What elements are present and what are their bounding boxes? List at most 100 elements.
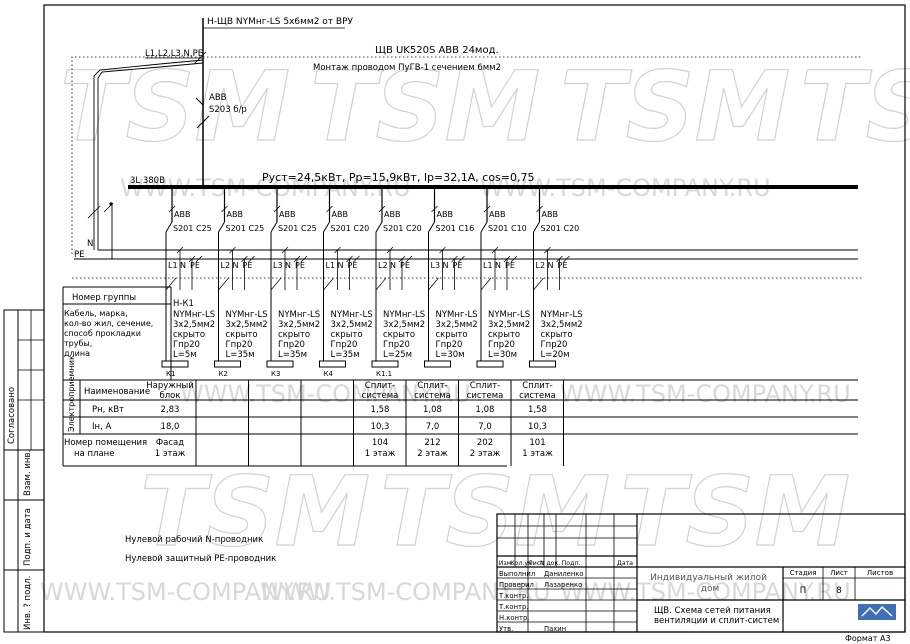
phase-tag: L2 <box>536 261 546 270</box>
main-breaker-slash <box>196 115 210 129</box>
phase-tag: L1 <box>483 261 493 270</box>
role-name: Лазаренко <box>544 581 582 589</box>
group-tag: К3 <box>271 370 280 378</box>
room-number: 101 <box>529 438 545 448</box>
input-slash <box>193 51 207 65</box>
room-floor: 1 этаж <box>522 449 553 459</box>
consumer-name: система <box>519 391 556 401</box>
room-number: Фасад <box>156 438 184 448</box>
side-stamp: Согласовано Взам. инв. Подп. и дата Инв.… <box>3 309 45 633</box>
pe-n-feed-2 <box>97 62 204 250</box>
sheets-label: Листов <box>867 569 893 577</box>
cable-spec: Гпр20 <box>383 340 410 350</box>
role-name: Даниленко <box>544 570 584 578</box>
breaker-rating: C20 <box>406 224 422 233</box>
row-group-label: Номер группы <box>72 293 136 303</box>
terminal-box <box>371 360 399 368</box>
power-value: 1,08 <box>423 405 442 415</box>
phase-tag: L1 <box>326 261 336 270</box>
watermark-logo: TSM <box>620 456 850 568</box>
power-value: 2,83 <box>161 405 180 415</box>
cable-spec: Гпр20 <box>436 340 463 350</box>
cable-spec: скрыто <box>173 330 205 340</box>
stage-label: Стадия <box>790 569 817 577</box>
room-floor: 2 этаж <box>470 449 501 459</box>
room-number: 202 <box>477 438 493 448</box>
side-label-consumer: Электроприемник <box>67 355 76 432</box>
breaker-rating: C25 <box>301 224 317 233</box>
breaker-rating: C20 <box>564 224 580 233</box>
watermark-url: WWW.TSM-COMPANY.RU <box>260 578 551 606</box>
n-tag: N <box>548 261 554 270</box>
title-block-header: Подп. <box>562 560 581 567</box>
cable-spec: скрыто <box>278 330 310 340</box>
cable-spec: NYMнг-LS <box>278 310 320 320</box>
phase-label: L1,L2,L3,N,PE <box>145 49 203 59</box>
title-block-header: N док. <box>540 560 560 567</box>
n-disconnect <box>87 205 101 219</box>
cable-spec: NYMнг-LS <box>331 310 373 320</box>
terminal-box <box>476 360 504 368</box>
pe-tag: PE <box>348 261 358 270</box>
pe-tag: PE <box>453 261 463 270</box>
n-bus-label: N <box>87 239 93 249</box>
terminal-box <box>424 360 451 368</box>
cable-spec: Гпр20 <box>541 340 568 350</box>
breaker-model: S201 <box>488 224 508 233</box>
pe-n-feed <box>93 59 204 250</box>
panel-enclosure-top <box>71 56 862 254</box>
phase-tag: L3 <box>431 261 441 270</box>
breaker-rating: C10 <box>511 224 527 233</box>
breaker-model: S201 <box>436 224 456 233</box>
power-value: 1,08 <box>476 405 495 415</box>
consumer-name: система <box>362 391 399 401</box>
row-power-label: Рн, кВт <box>92 405 124 415</box>
breaker-brand: ABB <box>384 210 400 219</box>
watermark-logo: TSM <box>310 51 540 163</box>
role-label: Н.контр. <box>499 614 529 622</box>
format-label: Формат А3 <box>845 634 891 643</box>
role-name: Пахин <box>544 625 566 633</box>
room-floor: 1 этаж <box>155 449 186 459</box>
cable-spec: Гпр20 <box>278 340 305 350</box>
cable-spec: NYMнг-LS <box>488 310 530 320</box>
cable-spec: L=30м <box>436 350 465 360</box>
row-room-label: Номер помещения на плане <box>64 438 150 459</box>
breaker-model: S201 <box>541 224 561 233</box>
room-floor: 1 этаж <box>365 449 396 459</box>
watermark-logo: TSM <box>800 51 910 163</box>
current-value: 10,3 <box>371 422 390 432</box>
n-tag: N <box>390 261 396 270</box>
load-summary: Руст=24,5кВт, Рр=15,9кВт, Iр=32,1А, cos=… <box>262 171 535 184</box>
cable-spec: L=5м <box>173 350 197 360</box>
room-number: 104 <box>372 438 388 448</box>
title-block-header: Изм. <box>499 560 514 567</box>
role-label: Т.контр. <box>498 592 528 600</box>
cable-spec: 3х2,5мм2 <box>436 320 478 330</box>
row-name-label: Наименование <box>84 387 150 397</box>
company-logo <box>858 604 896 620</box>
cable-spec: скрыто <box>226 330 258 340</box>
watermark-url: WWW.TSM-COMPANY.RU <box>560 578 851 606</box>
breaker-brand: ABB <box>489 210 505 219</box>
phase-tag: L2 <box>378 261 388 270</box>
n-tag: N <box>338 261 344 270</box>
panel-note: Монтаж проводом ПуГВ-1 сечением 6мм2 <box>313 63 501 73</box>
role-label: Выполнил <box>499 570 535 578</box>
watermark-url: WWW.TSM-COMPANY.RU <box>560 380 851 408</box>
stamp-inv-original: Инв. ? подл. <box>23 576 33 630</box>
n-tag: N <box>233 261 239 270</box>
cable-spec: 3х2,5мм2 <box>173 320 215 330</box>
group-tag: К4 <box>324 370 334 378</box>
row-cable-label: Кабель, марка, кол-во жил, сечение, спос… <box>64 309 156 358</box>
